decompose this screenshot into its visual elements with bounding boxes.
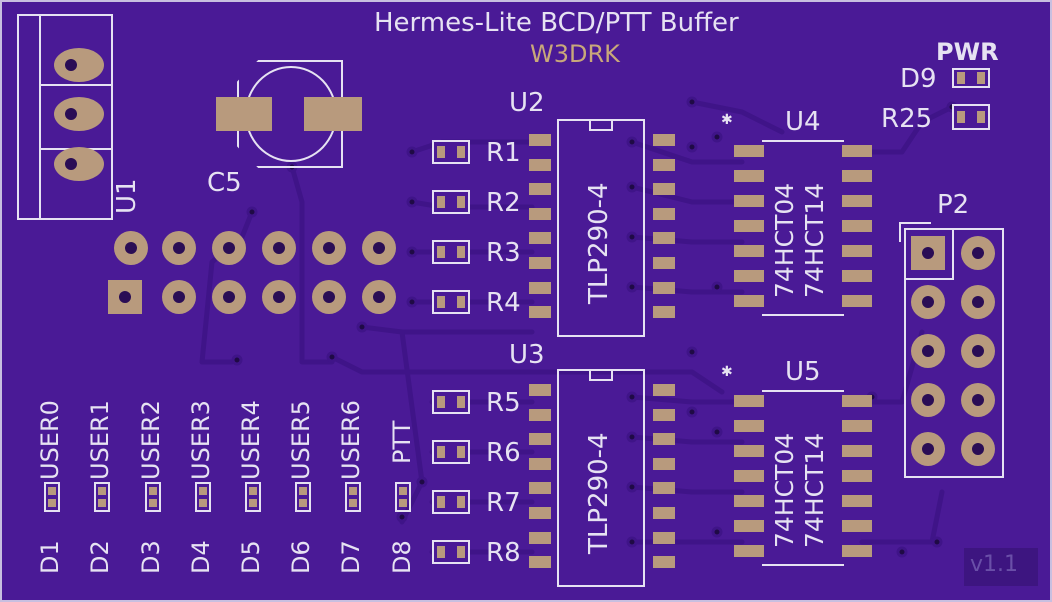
- led-signal-user6: USER6: [337, 400, 365, 480]
- r3-label: R3: [486, 238, 521, 268]
- led-d8-footprint: [395, 482, 411, 512]
- r5-label: R5: [486, 388, 521, 418]
- led-signal-ptt: PTT: [388, 420, 416, 464]
- r8-label: R8: [486, 538, 521, 568]
- r8-footprint: [432, 540, 470, 564]
- led-d5-footprint: [245, 482, 261, 512]
- led-ref-d5: D5: [237, 540, 265, 574]
- r6-footprint: [432, 440, 470, 464]
- p2-pin1-corner: [899, 222, 931, 242]
- led-ref-d2: D2: [86, 540, 114, 574]
- r3-footprint: [432, 240, 470, 264]
- r2-label: R2: [486, 188, 521, 218]
- u1-pin1-pad: [54, 48, 104, 82]
- r7-label: R7: [486, 488, 521, 518]
- u4-part-line2: 74HCT14: [800, 182, 829, 298]
- led-ref-d8: D8: [388, 540, 416, 574]
- r25-label: R25: [881, 104, 933, 134]
- led-signal-user3: USER3: [187, 400, 215, 480]
- led-d1-footprint: [44, 482, 60, 512]
- u5-outline: [762, 390, 844, 566]
- u5-pin1-marker: ✱: [721, 364, 733, 380]
- u2-label: U2: [509, 88, 545, 118]
- u4-pin1-marker: ✱: [721, 112, 733, 128]
- u1-pin2-pad: [54, 97, 104, 131]
- u1-pin3-pad: [54, 147, 104, 181]
- u3-label: U3: [509, 340, 545, 370]
- led-ref-d1: D1: [36, 540, 64, 574]
- led-signal-user1: USER1: [86, 400, 114, 480]
- c5-label: C5: [207, 168, 242, 198]
- led-ref-d6: D6: [287, 540, 315, 574]
- u4-label: U4: [785, 107, 821, 137]
- r5-footprint: [432, 390, 470, 414]
- r1-label: R1: [486, 138, 521, 168]
- r1-footprint: [432, 140, 470, 164]
- r4-label: R4: [486, 288, 521, 318]
- u3-part-label: TLP290-4: [584, 432, 614, 554]
- led-signal-user2: USER2: [137, 400, 165, 480]
- d9-label: D9: [900, 64, 937, 94]
- board-title: Hermes-Lite BCD/PTT Buffer: [374, 8, 739, 38]
- u2-outline: [557, 119, 645, 337]
- r2-footprint: [432, 190, 470, 214]
- u1-label: U1: [112, 178, 142, 214]
- version-box: v1.1: [964, 548, 1038, 586]
- r4-footprint: [432, 290, 470, 314]
- led-signal-user0: USER0: [36, 400, 64, 480]
- c5-pad-2: [304, 97, 362, 131]
- pwr-label: PWR: [936, 38, 999, 66]
- led-signal-user5: USER5: [287, 400, 315, 480]
- led-ref-d3: D3: [137, 540, 165, 574]
- p2-outline: [904, 228, 1004, 478]
- c5-pad-1: [216, 97, 272, 131]
- d9-footprint: [952, 68, 990, 88]
- u3-outline: [557, 369, 645, 587]
- u4-outline: [762, 140, 844, 316]
- p2-label: P2: [937, 190, 970, 220]
- led-d4-footprint: [195, 482, 211, 512]
- led-d3-footprint: [145, 482, 161, 512]
- u5-label: U5: [785, 357, 821, 387]
- led-signal-user4: USER4: [237, 400, 265, 480]
- board-author: W3DRK: [530, 40, 620, 68]
- r7-footprint: [432, 490, 470, 514]
- version-label: v1.1: [970, 552, 1019, 577]
- r6-label: R6: [486, 438, 521, 468]
- u2-part-label: TLP290-4: [584, 182, 614, 304]
- led-ref-d4: D4: [187, 540, 215, 574]
- led-d7-footprint: [345, 482, 361, 512]
- u4-part-line1: 74HCT04: [770, 182, 799, 298]
- u5-part-line1: 74HCT04: [770, 432, 799, 548]
- r25-footprint: [952, 104, 990, 130]
- u5-part-line2: 74HCT14: [800, 432, 829, 548]
- led-d6-footprint: [295, 482, 311, 512]
- led-ref-d7: D7: [337, 540, 365, 574]
- led-d2-footprint: [94, 482, 110, 512]
